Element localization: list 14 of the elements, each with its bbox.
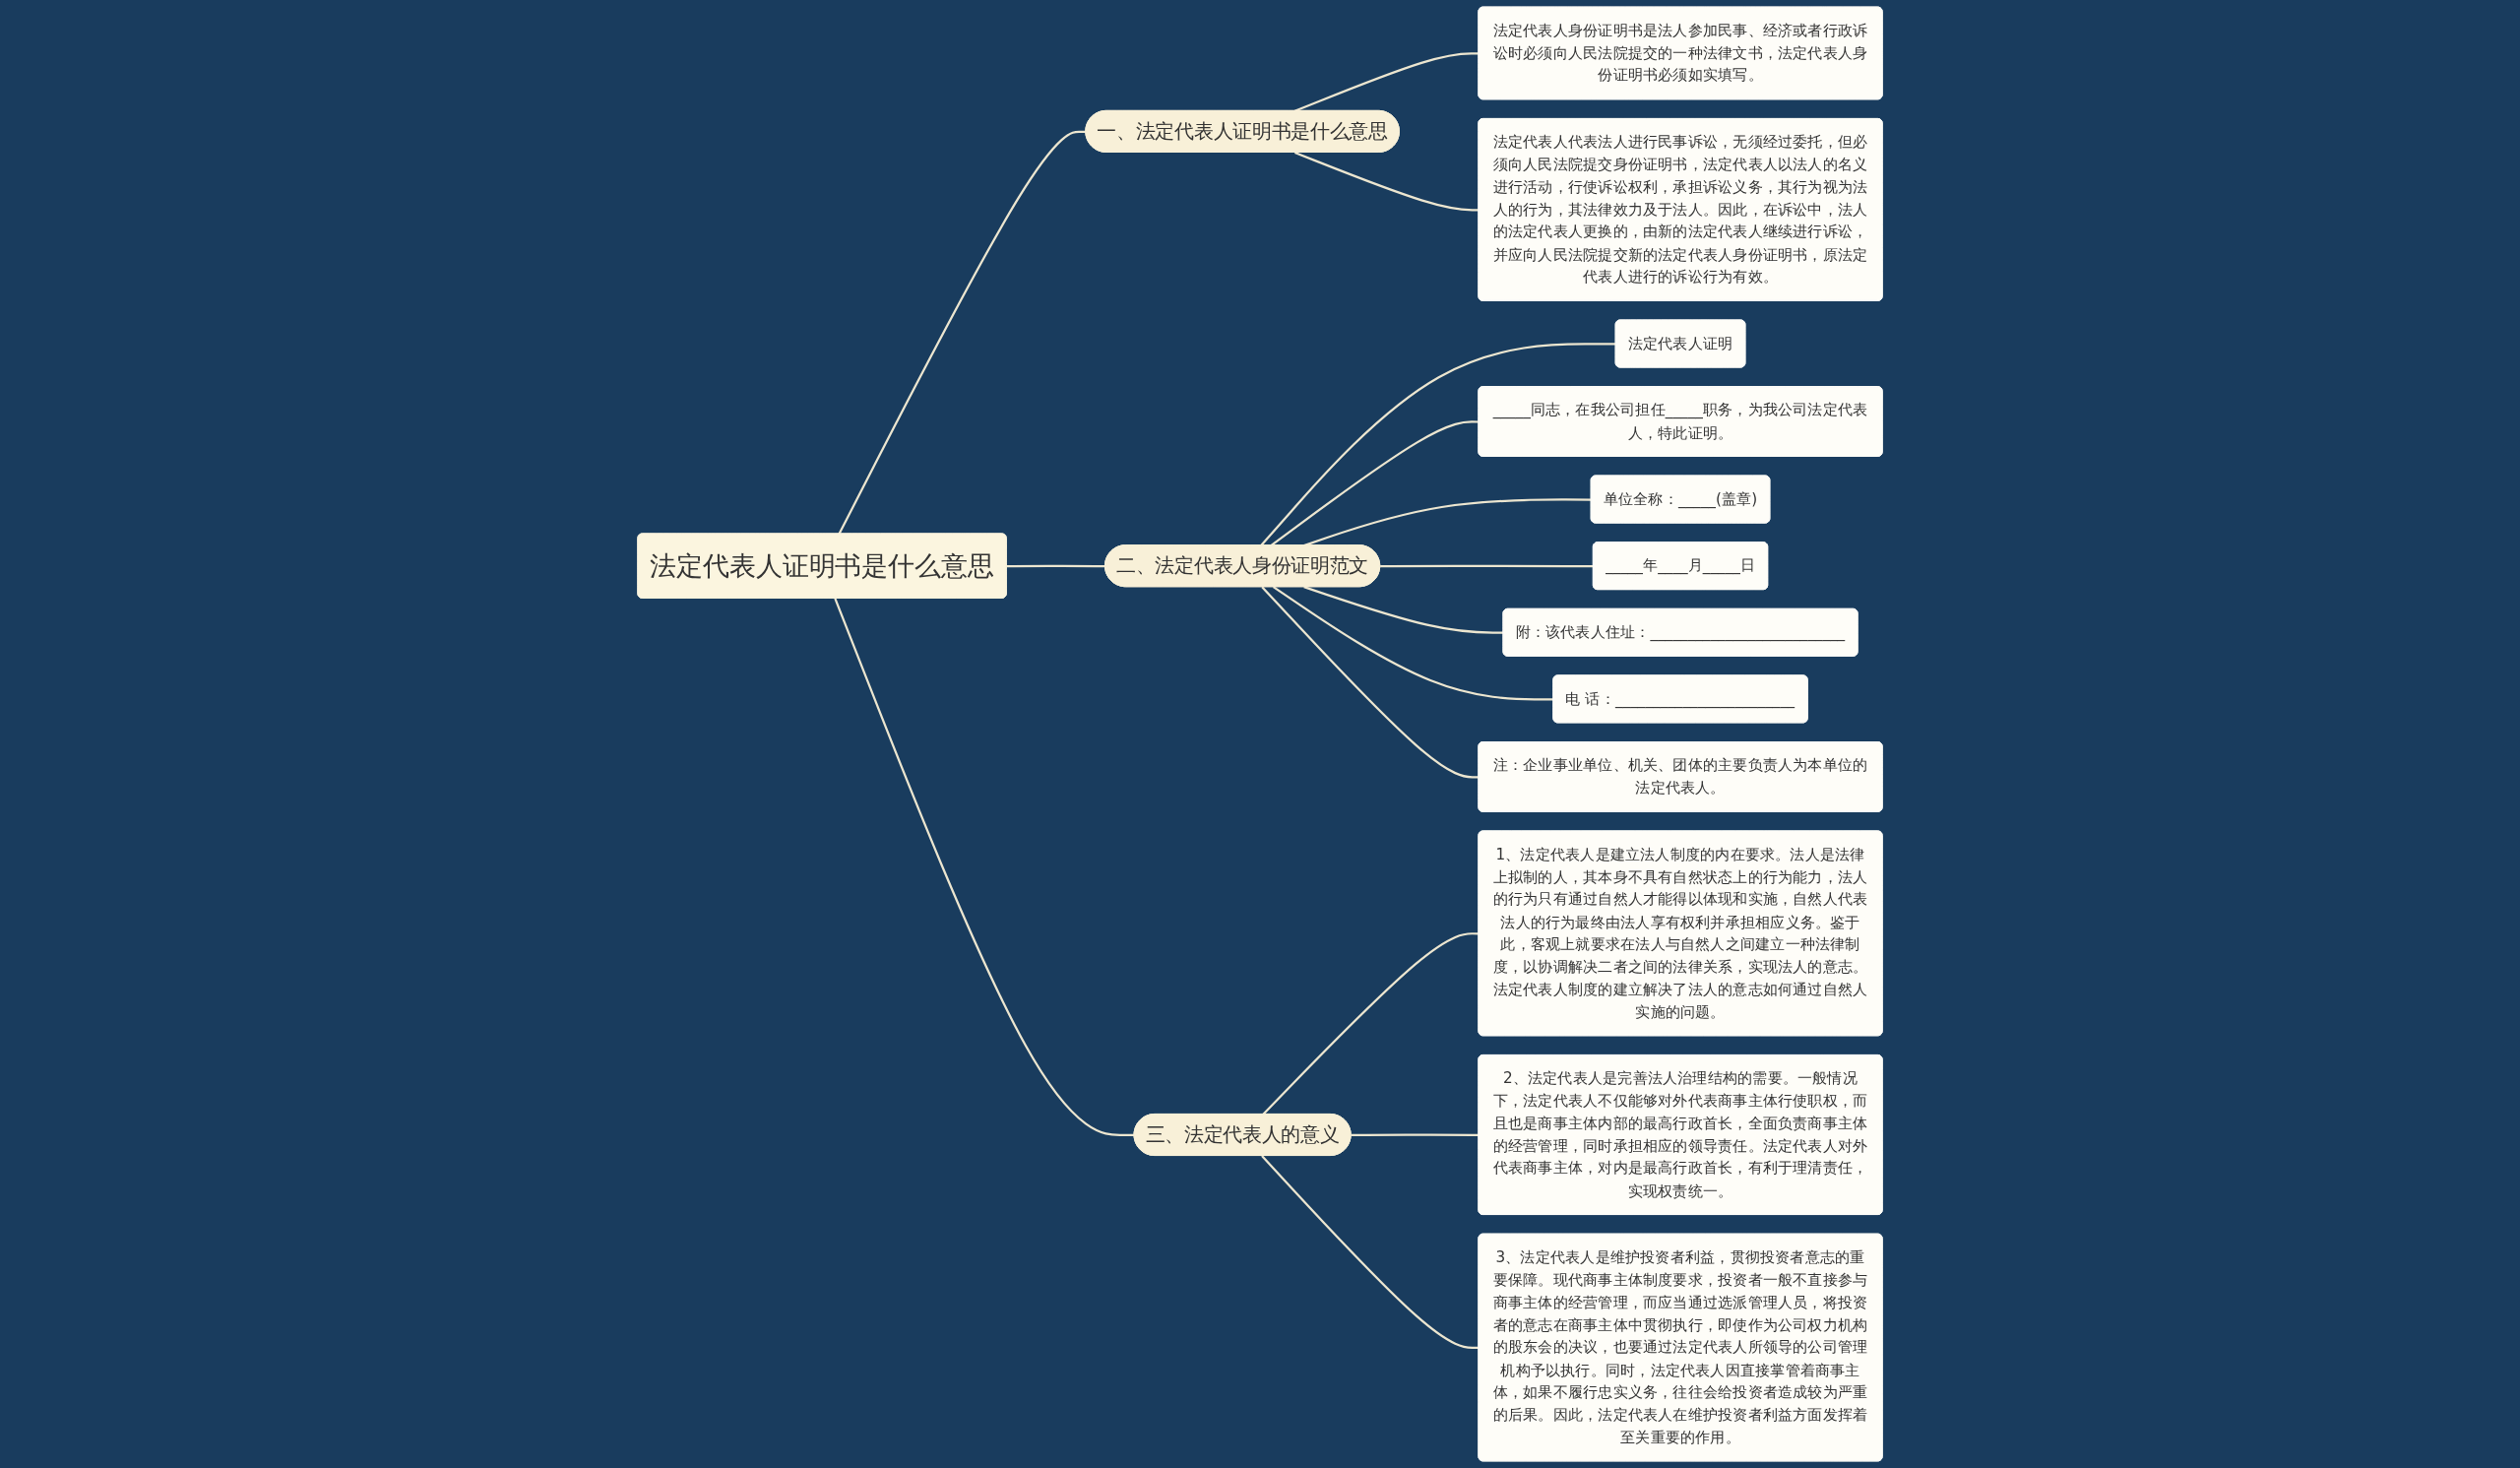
connector (1293, 151, 1480, 212)
connector (1261, 1155, 1480, 1350)
connector (1260, 343, 1616, 546)
connector (1262, 932, 1480, 1116)
connector (1272, 586, 1554, 701)
connector (838, 130, 1087, 535)
connector (1303, 586, 1504, 634)
connector (1380, 564, 1594, 568)
connector (1293, 52, 1480, 112)
connector (1351, 1133, 1480, 1137)
connector (1261, 586, 1480, 779)
connector (1270, 420, 1480, 546)
connector (834, 598, 1135, 1137)
connector (1006, 564, 1105, 568)
